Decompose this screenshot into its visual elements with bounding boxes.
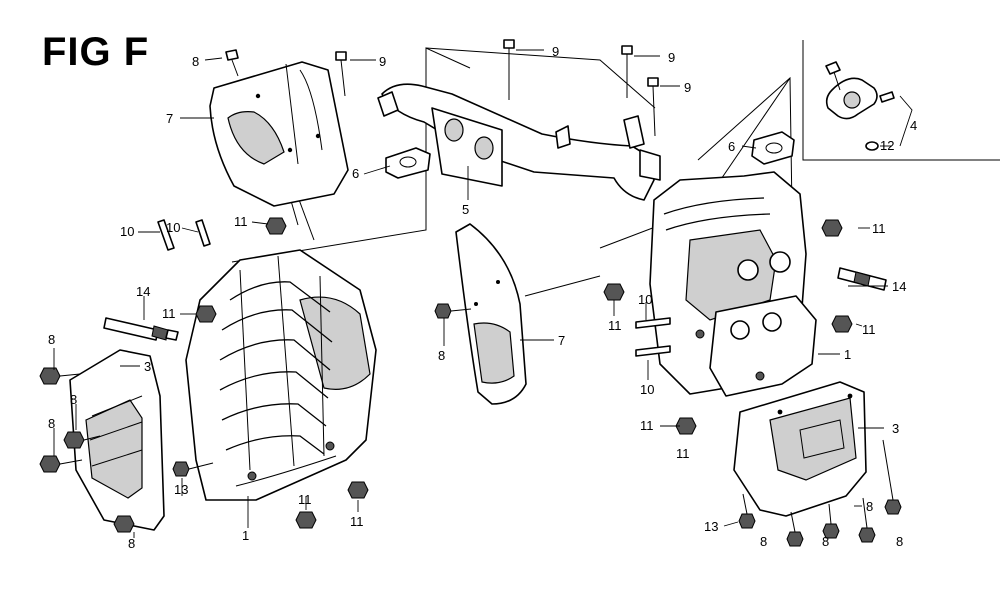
bolt-8-h bbox=[822, 503, 840, 539]
stud-10-a bbox=[157, 219, 175, 251]
callout-c42: 8 bbox=[896, 534, 903, 549]
callout-c08: 12 bbox=[880, 138, 894, 153]
nut-11-d bbox=[347, 481, 369, 499]
heat-shield-center bbox=[455, 223, 527, 405]
callout-c12: 11 bbox=[234, 214, 248, 229]
callout-c27: 8 bbox=[438, 348, 445, 363]
bolt-8-d bbox=[39, 455, 83, 473]
bolt-9-c bbox=[621, 45, 633, 98]
callout-c31: 10 bbox=[640, 382, 654, 397]
bolt-13-left bbox=[172, 461, 214, 477]
bolt-13-right bbox=[738, 493, 756, 529]
callout-c18: 8 bbox=[48, 332, 55, 347]
callout-c36: 11 bbox=[676, 446, 690, 461]
heat-shield-left bbox=[209, 61, 349, 207]
nut-11-c bbox=[295, 511, 317, 529]
callout-c35: 1 bbox=[844, 347, 851, 362]
callout-c21: 8 bbox=[48, 416, 55, 431]
bolt-8-j bbox=[882, 439, 902, 515]
stud-10-d bbox=[635, 345, 671, 357]
callout-c25: 11 bbox=[350, 514, 364, 529]
callout-c15: 11 bbox=[162, 306, 176, 321]
callout-c04: 9 bbox=[552, 44, 559, 59]
callout-c33: 14 bbox=[892, 279, 906, 294]
nut-11-f bbox=[821, 219, 843, 237]
bolt-8-i bbox=[858, 497, 876, 543]
callout-labels: 8 9 7 9 9 9 4 12 6 6 5 11 10 10 11 14 11… bbox=[48, 44, 917, 551]
exhaust-manifold bbox=[377, 83, 661, 201]
callout-c06: 9 bbox=[684, 80, 691, 95]
bolt-9-b bbox=[503, 39, 515, 100]
stud-10-b bbox=[195, 219, 211, 247]
fasteners bbox=[39, 39, 902, 547]
callout-c28: 7 bbox=[558, 333, 565, 348]
callout-c29: 11 bbox=[608, 318, 622, 333]
callout-c11: 5 bbox=[462, 202, 469, 217]
callout-c38: 8 bbox=[866, 499, 873, 514]
bolt-8-b bbox=[39, 367, 81, 385]
callout-c05: 9 bbox=[668, 50, 675, 65]
callout-c01: 8 bbox=[192, 54, 199, 69]
callout-c32: 11 bbox=[862, 322, 876, 337]
callout-c20: 8 bbox=[70, 392, 77, 407]
gasket-right bbox=[751, 131, 795, 165]
callout-c14: 10 bbox=[166, 220, 180, 235]
cylinder-head-left bbox=[185, 249, 377, 501]
callout-c02: 9 bbox=[379, 54, 386, 69]
bolt-8-c bbox=[63, 431, 101, 449]
callout-c24: 11 bbox=[298, 492, 312, 507]
bolt-8-top bbox=[225, 49, 239, 77]
bolt-8-f bbox=[434, 303, 472, 319]
bolt-9-d bbox=[647, 77, 659, 137]
callout-c39: 13 bbox=[704, 519, 718, 534]
leader-lines bbox=[53, 49, 888, 538]
bolt-8-g bbox=[786, 511, 804, 547]
callout-c37: 3 bbox=[892, 421, 899, 436]
callout-c16: 14 bbox=[136, 284, 150, 299]
callout-c19: 3 bbox=[144, 359, 151, 374]
bolt-9-a bbox=[335, 51, 347, 97]
callout-c09: 6 bbox=[352, 166, 359, 181]
callout-c13: 10 bbox=[120, 224, 134, 239]
valve-cover-right bbox=[733, 381, 867, 517]
spark-plug-left bbox=[103, 317, 179, 341]
cylinder-head-right bbox=[649, 171, 817, 397]
valve-cover-left bbox=[69, 349, 165, 531]
bolt-8-e bbox=[113, 515, 135, 533]
callout-c22: 13 bbox=[174, 482, 188, 497]
gasket-left bbox=[385, 147, 431, 179]
spark-plug-right bbox=[837, 267, 887, 291]
callout-c17: 11 bbox=[872, 221, 886, 236]
callout-c30: 10 bbox=[638, 292, 652, 307]
callout-c34: 11 bbox=[640, 418, 654, 433]
callout-c26: 8 bbox=[128, 536, 135, 551]
inset-box bbox=[802, 40, 1000, 161]
callout-c23: 1 bbox=[242, 528, 249, 543]
callout-c41: 8 bbox=[822, 534, 829, 549]
nut-11-a bbox=[265, 217, 287, 235]
nut-11-e bbox=[603, 283, 625, 301]
stud-10-c bbox=[635, 317, 671, 329]
figure-title: FIG F bbox=[42, 30, 150, 74]
nut-11-b bbox=[195, 305, 217, 323]
callout-c07: 4 bbox=[910, 118, 917, 133]
nut-11-g bbox=[831, 315, 853, 333]
callout-c03: 7 bbox=[166, 111, 173, 126]
callout-c40: 8 bbox=[760, 534, 767, 549]
callout-c10: 6 bbox=[728, 139, 735, 154]
